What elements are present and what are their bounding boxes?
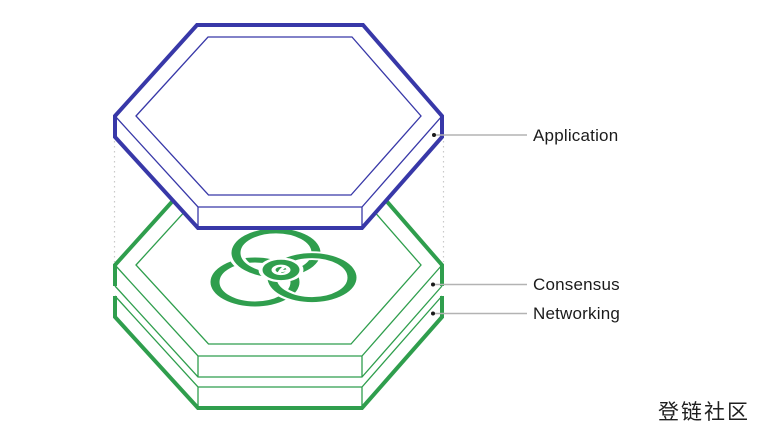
application-slab	[113, 23, 444, 230]
consensus-layer-label: Consensus	[533, 275, 620, 294]
networking-slab-edges	[114, 295, 443, 408]
consensus-callout-dot	[431, 282, 435, 287]
networking-layer-label: Networking	[533, 304, 621, 323]
watermark-text: 登链社区	[658, 400, 750, 424]
callouts	[431, 133, 527, 316]
application-slab-edges	[114, 115, 443, 228]
networking-callout-dot	[431, 311, 435, 316]
tendermint-triquetra-icon	[207, 226, 360, 309]
application-inner-hexagon	[135, 36, 422, 196]
application-callout-dot	[432, 133, 436, 137]
consensus-slab-edges	[114, 264, 443, 378]
application-layer-label: Application	[533, 126, 619, 145]
application-slab-outline	[113, 23, 444, 230]
logo-center-ring	[262, 259, 300, 281]
logo-ring-left	[210, 257, 300, 307]
guide-lines	[113, 141, 445, 262]
